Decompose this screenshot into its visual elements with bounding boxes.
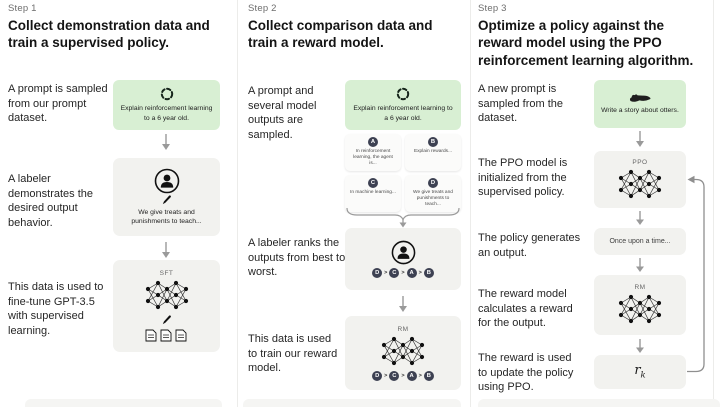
step3-output-box: Once upon a time... <box>594 228 686 255</box>
badge-b: B <box>428 137 438 147</box>
step3-update-text: The reward is used to update the policy … <box>478 352 574 394</box>
step1-sft-box: SFT <box>113 260 220 352</box>
neural-network-icon <box>380 334 426 368</box>
rank-badge: D <box>372 370 383 381</box>
arrow-down-icon <box>161 242 171 259</box>
column-divider <box>237 0 238 407</box>
ppo-label: PPO <box>632 158 648 166</box>
step1-prompt-box-text: Explain reinforcement learning to a 6 ye… <box>120 105 213 122</box>
step2-ranking-box: D > C > A > B <box>345 228 461 290</box>
step1-prompt-text: A prompt is sampled from our prompt data… <box>8 83 108 125</box>
output-card-d-text: We give treats and punishments to teach.… <box>413 190 453 208</box>
arrow-down-icon <box>399 219 407 228</box>
rank-badge: A <box>406 370 417 381</box>
output-card-b: B Explain rewards... <box>405 134 461 171</box>
step2-heading: Collect comparison data and train a rewa… <box>248 18 433 51</box>
arrow-down-icon <box>161 134 171 151</box>
rank-badge: D <box>372 268 383 278</box>
column-divider <box>470 0 471 407</box>
step3-prompt-box: Write a story about otters. <box>594 80 686 128</box>
cycle-icon <box>160 87 174 101</box>
step1-label: Step 1 <box>8 3 37 14</box>
model-outputs-grid: A In reinforcement learning, the agent i… <box>345 134 461 212</box>
labeler-person-icon <box>391 240 416 265</box>
step1-prompt-box: Explain reinforcement learning to a 6 ye… <box>113 80 220 130</box>
step3-reward-text: The reward model calculates a reward for… <box>478 288 573 330</box>
rank-badge: C <box>389 370 400 381</box>
cutoff-box <box>478 399 720 407</box>
sft-label: SFT <box>159 270 174 277</box>
rank-separator: > <box>401 372 405 379</box>
step3-ppo-text: The PPO model is initialized from the su… <box>478 157 568 199</box>
rank-separator: > <box>418 270 422 276</box>
rm-label: RM <box>397 325 409 333</box>
arrow-down-icon <box>635 339 645 354</box>
badge-c: C <box>368 178 378 188</box>
step2-rank-text: A labeler ranks the outputs from best to… <box>248 237 346 279</box>
step3-label: Step 3 <box>478 3 507 14</box>
rank-badge: A <box>406 268 417 278</box>
arrow-down-icon <box>635 131 645 148</box>
badge-d: D <box>428 178 438 188</box>
output-card-d: D We give treats and punishments to teac… <box>405 175 461 212</box>
badge-a: A <box>368 137 378 147</box>
step1-train-text: This data is used to fine-tune GPT-3.5 w… <box>8 281 104 337</box>
step2-prompt-text: A prompt and several model outputs are s… <box>248 85 317 141</box>
rank-separator: > <box>418 372 422 379</box>
cutoff-box <box>243 399 461 407</box>
step3-heading: Optimize a policy against the reward mod… <box>478 18 694 68</box>
reward-symbol: rk <box>634 363 646 381</box>
cutoff-box <box>25 399 222 407</box>
neural-network-icon <box>144 278 190 312</box>
column-divider <box>713 0 714 407</box>
rm-label: RM <box>634 284 646 291</box>
output-card-a: A In reinforcement learning, the agent i… <box>345 134 401 171</box>
step3-output-box-text: Once upon a time... <box>609 238 671 245</box>
step3-prompt-box-text: Write a story about otters. <box>601 107 679 115</box>
arrow-down-icon <box>635 211 645 226</box>
output-card-a-text: In reinforcement learning, the agent is.… <box>353 149 393 167</box>
feedback-loop-arrow-icon <box>686 172 708 379</box>
labeler-person-icon <box>154 168 180 194</box>
rank-separator: > <box>384 270 388 276</box>
step2-label: Step 2 <box>248 3 277 14</box>
step3-ppo-box: PPO <box>594 151 686 208</box>
output-card-c-text: In machine learning... <box>350 190 396 195</box>
step1-labeler-box-text: We give treats and punishments to teach.… <box>131 208 202 225</box>
step3-output-text: The policy generates an output. <box>478 232 581 259</box>
neural-network-icon <box>617 292 663 326</box>
rank-badge: C <box>389 268 400 278</box>
rank-separator: > <box>401 270 405 276</box>
step3-rm-box: RM <box>594 275 686 335</box>
pencil-icon <box>161 194 172 205</box>
step2-prompt-box-text: Explain reinforcement learning to a 6 ye… <box>353 105 453 122</box>
step1-labeler-text: A labeler demonstrates the desired outpu… <box>8 173 93 229</box>
step1-labeler-box: We give treats and punishments to teach.… <box>113 158 220 236</box>
pencil-icon <box>161 314 172 325</box>
step2-train-text: This data is used to train our reward mo… <box>248 333 338 375</box>
step2-prompt-box: Explain reinforcement learning to a 6 ye… <box>345 80 461 130</box>
step1-heading: Collect demonstration data and train a s… <box>8 18 210 51</box>
rank-badge: B <box>423 268 434 278</box>
documents-icon <box>145 327 189 342</box>
rank-separator: > <box>384 372 388 379</box>
output-card-b-text: Explain rewards... <box>413 149 453 154</box>
arrow-down-icon <box>635 258 645 273</box>
otter-icon <box>628 92 652 103</box>
cycle-icon <box>396 87 410 101</box>
step3-reward-value-box: rk <box>594 355 686 389</box>
output-card-c: C In machine learning... <box>345 175 401 212</box>
step3-prompt-text: A new prompt is sampled from the dataset… <box>478 83 563 125</box>
step2-rm-box: RM D > C > A > B <box>345 316 461 390</box>
ranking-row: D > C > A > B <box>372 370 434 381</box>
ranking-row: D > C > A > B <box>372 268 434 278</box>
arrow-down-icon <box>398 296 408 313</box>
neural-network-icon <box>617 167 663 201</box>
rank-badge: B <box>423 370 434 381</box>
